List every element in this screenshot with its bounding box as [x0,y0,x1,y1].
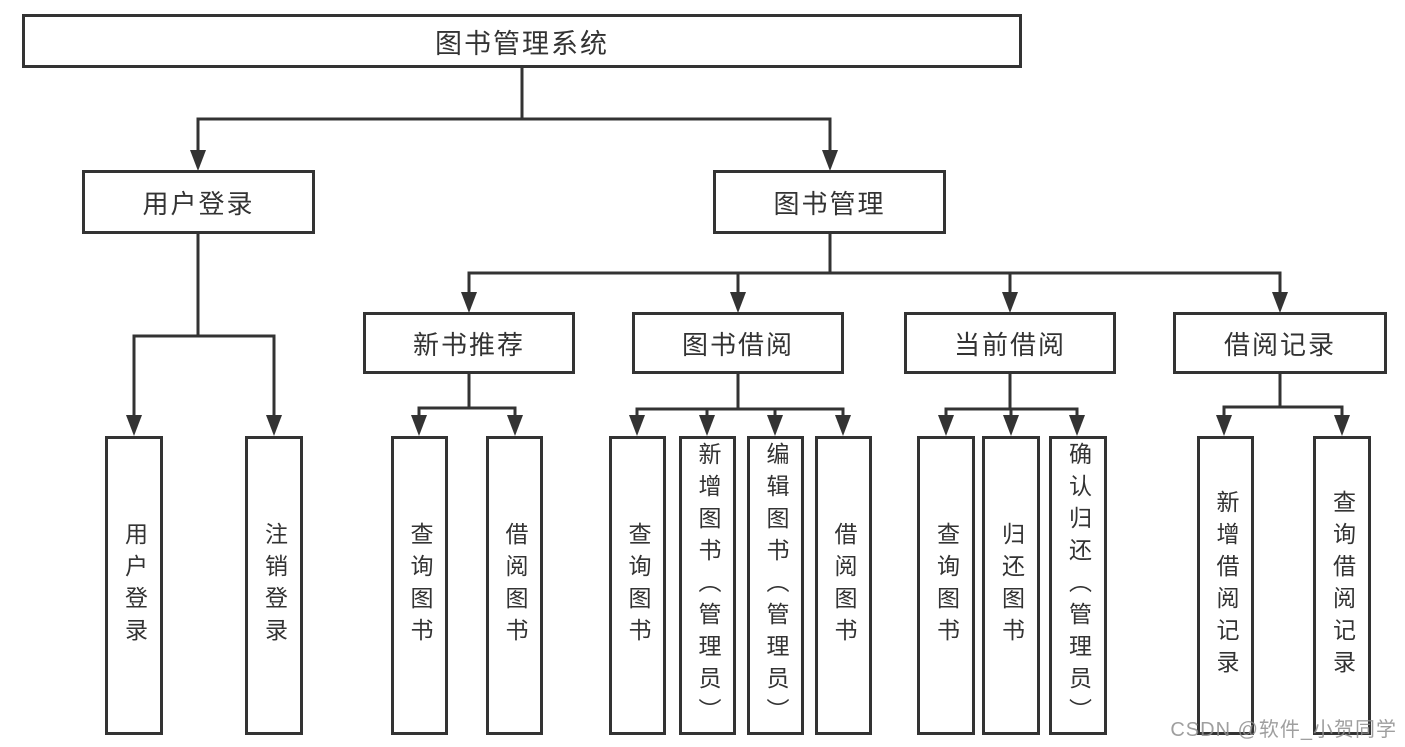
node-book-borrowing: 图书借阅 [632,312,844,374]
arrow-down-icon [190,150,206,171]
node-book-management: 图书管理 [713,170,946,234]
node-new-book-recommend: 新书推荐 [363,312,575,374]
leaf-add-borrow-record: 新增借阅记录 [1197,436,1254,735]
node-root: 图书管理系统 [22,14,1022,68]
leaf-return-books: 归还图书 [982,436,1040,735]
csdn-watermark: CSDN @软件_小贺同学 [1170,719,1397,741]
arrow-down-icon [1334,415,1350,436]
node-user-login: 用户登录 [82,170,315,234]
arrow-down-icon [1272,292,1288,313]
arrow-down-icon [126,415,142,436]
node-borrow-records: 借阅记录 [1173,312,1387,374]
leaf-edit-book-admin: 编辑图书（管理员） [747,436,804,735]
arrow-down-icon [730,292,746,313]
connector-new-book-recommend [417,374,517,420]
arrow-down-icon [1069,415,1085,436]
arrow-down-icon [411,415,427,436]
connector-current-borrowing [944,374,1079,420]
connector-borrow-records [1222,374,1344,420]
leaf-user-login: 用户登录 [105,436,163,735]
arrow-down-icon [767,415,783,436]
leaf-borrow-books: 借阅图书 [815,436,872,735]
leaf-logout: 注销登录 [245,436,303,735]
arrow-down-icon [461,292,477,313]
leaf-query-borrow-record: 查询借阅记录 [1313,436,1371,735]
connector-user-login [132,234,276,418]
connector-book-borrowing [635,374,845,420]
arrow-down-icon [629,415,645,436]
arrow-down-icon [1003,415,1019,436]
connector-root [196,68,832,151]
leaf-query-books: 查询图书 [391,436,448,735]
arrow-down-icon [835,415,851,436]
leaf-confirm-return-admin: 确认归还（管理员） [1049,436,1107,735]
leaf-borrow-books: 借阅图书 [486,436,543,735]
arrow-down-icon [822,150,838,171]
arrow-down-icon [507,415,523,436]
arrow-down-icon [699,415,715,436]
arrow-down-icon [266,415,282,436]
arrow-down-icon [1216,415,1232,436]
arrow-down-icon [938,415,954,436]
connector-book-management [467,234,1282,297]
leaf-query-books: 查询图书 [609,436,666,735]
arrow-down-icon [1002,292,1018,313]
node-current-borrowing: 当前借阅 [904,312,1116,374]
leaf-query-books: 查询图书 [917,436,975,735]
leaf-add-book-admin: 新增图书（管理员） [679,436,736,735]
